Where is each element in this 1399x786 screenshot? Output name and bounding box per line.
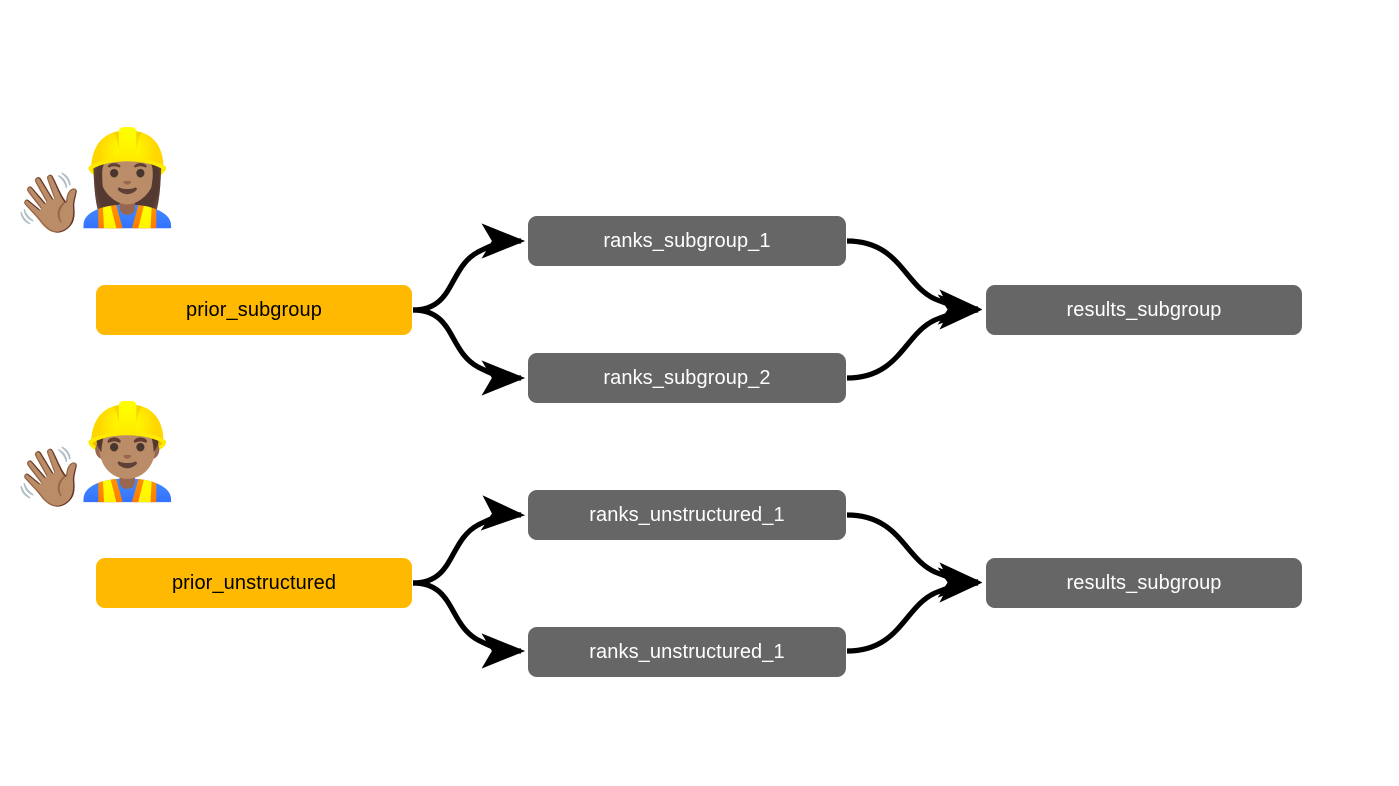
node-label: ranks_unstructured_1: [589, 504, 785, 526]
node-prior-unstructured[interactable]: prior_unstructured: [96, 558, 412, 608]
node-label: prior_subgroup: [186, 299, 322, 321]
edge-prior-subgroup-to-ranks-subgroup-1: [412, 223, 526, 313]
edge-ranks-unstructured-1a-to-results-subgroup: [846, 512, 983, 598]
node-label: results_subgroup: [1066, 572, 1222, 594]
edge-ranks-subgroup-2-to-results-subgroup: [846, 294, 983, 381]
node-results-subgroup-bottom[interactable]: results_subgroup: [986, 558, 1302, 608]
edge-ranks-unstructured-1b-to-results-subgroup: [846, 567, 983, 654]
node-results-subgroup-top[interactable]: results_subgroup: [986, 285, 1302, 335]
node-label: ranks_subgroup_1: [603, 230, 771, 252]
node-label: ranks_subgroup_2: [603, 367, 771, 389]
node-label: ranks_unstructured_1: [589, 641, 785, 663]
node-prior-subgroup[interactable]: prior_subgroup: [96, 285, 412, 335]
node-label: prior_unstructured: [171, 572, 337, 594]
edge-prior-unstructured-to-ranks-unstructured-1a: [412, 495, 526, 586]
waving-hand-icon: 👋🏽: [14, 443, 87, 511]
actor-woman-construction-worker-waving: 👋🏽👷🏽‍♀️: [8, 132, 195, 233]
man-construction-worker-icon: 👷🏽‍♂️: [70, 398, 185, 505]
waving-hand-icon: 👋🏽: [14, 169, 87, 237]
node-ranks-unstructured-1a[interactable]: ranks_unstructured_1: [528, 490, 846, 540]
edge-ranks-subgroup-1-to-results-subgroup: [846, 238, 983, 325]
node-ranks-subgroup-2[interactable]: ranks_subgroup_2: [528, 353, 846, 403]
node-ranks-unstructured-1b[interactable]: ranks_unstructured_1: [528, 627, 846, 677]
node-ranks-subgroup-1[interactable]: ranks_subgroup_1: [528, 216, 846, 266]
node-label: results_subgroup: [1066, 299, 1222, 321]
edge-prior-unstructured-to-ranks-unstructured-1b: [412, 580, 526, 669]
edge-prior-subgroup-to-ranks-subgroup-2: [412, 307, 526, 396]
woman-construction-worker-icon: 👷🏽‍♀️: [70, 124, 185, 231]
actor-man-construction-worker-waving: 👋🏽👷🏽‍♂️: [8, 406, 195, 507]
